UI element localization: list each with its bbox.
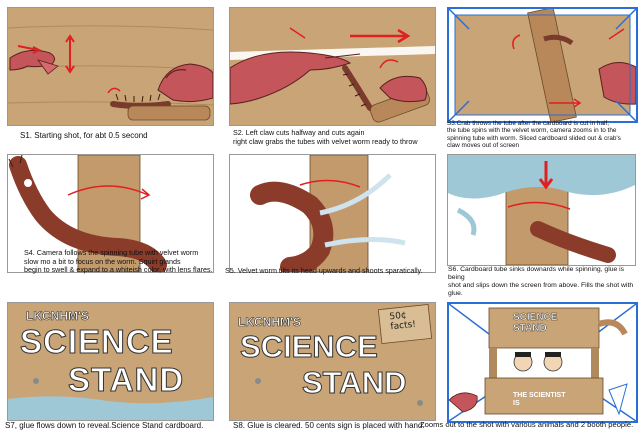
- panel-9-drawing: [449, 304, 636, 421]
- crab-icon: [449, 392, 478, 413]
- price-sign-text: 50¢ facts!: [389, 310, 417, 333]
- panel-3-frame: [447, 7, 638, 123]
- sign-brand: LKCNHM'S: [238, 315, 301, 330]
- rivet-icon: [417, 400, 423, 406]
- velvet-worm-icon: [250, 181, 334, 272]
- panel-7-drawing: [8, 303, 213, 420]
- left-claw-icon: [9, 49, 59, 75]
- panel-8-frame: LKCNHM'S SCIENCE STAND 50¢ facts!: [229, 302, 436, 421]
- caption-s9: Zooms out to the shot with various anima…: [420, 420, 634, 429]
- caption-s4: S4. Camera follows the spinning tube wit…: [24, 248, 213, 274]
- glue-flow-icon: [8, 396, 213, 420]
- rivet-icon: [33, 378, 39, 384]
- sign-line2: STAND: [67, 361, 185, 399]
- right-claw-icon: [157, 63, 213, 103]
- glue-squirt-icon: [319, 173, 392, 216]
- caption-s3: S3.Crab throws the tube after the cardbo…: [447, 120, 621, 150]
- glass-icon: [608, 383, 628, 416]
- panel-4-drawing: [8, 155, 167, 272]
- caption-s8: S8. Glue is cleared. 50 cents sign is pl…: [233, 421, 425, 430]
- sign-line2: STAND: [301, 365, 407, 401]
- sign-line1: SCIENCE: [240, 329, 379, 365]
- caption-s2: S2. Left claw cuts halfway and cuts agai…: [233, 128, 418, 146]
- panel-9-frame: SCIENCE STAND THE SCIENTIST IS: [447, 302, 638, 423]
- panel-2-frame: [229, 7, 436, 126]
- glue-flow-icon: [448, 155, 635, 199]
- panel-7-frame: LKCNHM'S SCIENCE STAND: [7, 302, 214, 421]
- caption-s1: S1. Starting shot, for abt 0.5 second: [20, 131, 148, 140]
- cardboard-tube-icon: [127, 105, 211, 121]
- sign-line1: SCIENCE: [20, 323, 174, 361]
- right-claw-icon: [598, 62, 636, 105]
- panel-6-drawing: [448, 155, 635, 265]
- caption-s7: S7, glue flows down to reveal.Science St…: [5, 421, 204, 430]
- price-sign-icon: [377, 304, 433, 344]
- booth-counter-icon: [484, 377, 604, 415]
- panel-6-frame: [447, 154, 636, 266]
- glue-squirt-icon: [324, 236, 406, 248]
- sign-brand: LKCNHM'S: [26, 309, 89, 324]
- velvet-worm-icon: [8, 155, 167, 272]
- panel-1-frame: [7, 7, 214, 126]
- panel-4-frame: [7, 154, 214, 273]
- caption-s6: S6. Cardboard tube sinks downards while …: [448, 266, 634, 297]
- rivet-icon: [255, 378, 261, 384]
- caption-s5: S5. Velvet worm tilts its head upwards a…: [225, 266, 423, 275]
- booth-sign-icon: [488, 307, 600, 349]
- booth-title: SCIENCE STAND: [513, 312, 558, 334]
- panel-1-drawing: [8, 8, 213, 125]
- panel-5-frame: [229, 154, 436, 273]
- panel-3-drawing: [449, 9, 636, 121]
- right-claw-icon: [379, 75, 428, 103]
- left-claw-icon: [230, 51, 361, 105]
- animal-icon: [598, 319, 628, 336]
- panel-8-drawing: [230, 303, 435, 420]
- panel-5-drawing: [250, 155, 406, 272]
- velvet-worm-icon: [543, 34, 574, 46]
- velvet-worm-icon: [342, 65, 373, 111]
- panel-2-drawing: [230, 8, 435, 125]
- velvet-worm-icon: [530, 221, 616, 263]
- booth-bottom-text: THE SCIENTIST IS: [513, 392, 566, 407]
- cardboard-tube-icon: [527, 9, 577, 121]
